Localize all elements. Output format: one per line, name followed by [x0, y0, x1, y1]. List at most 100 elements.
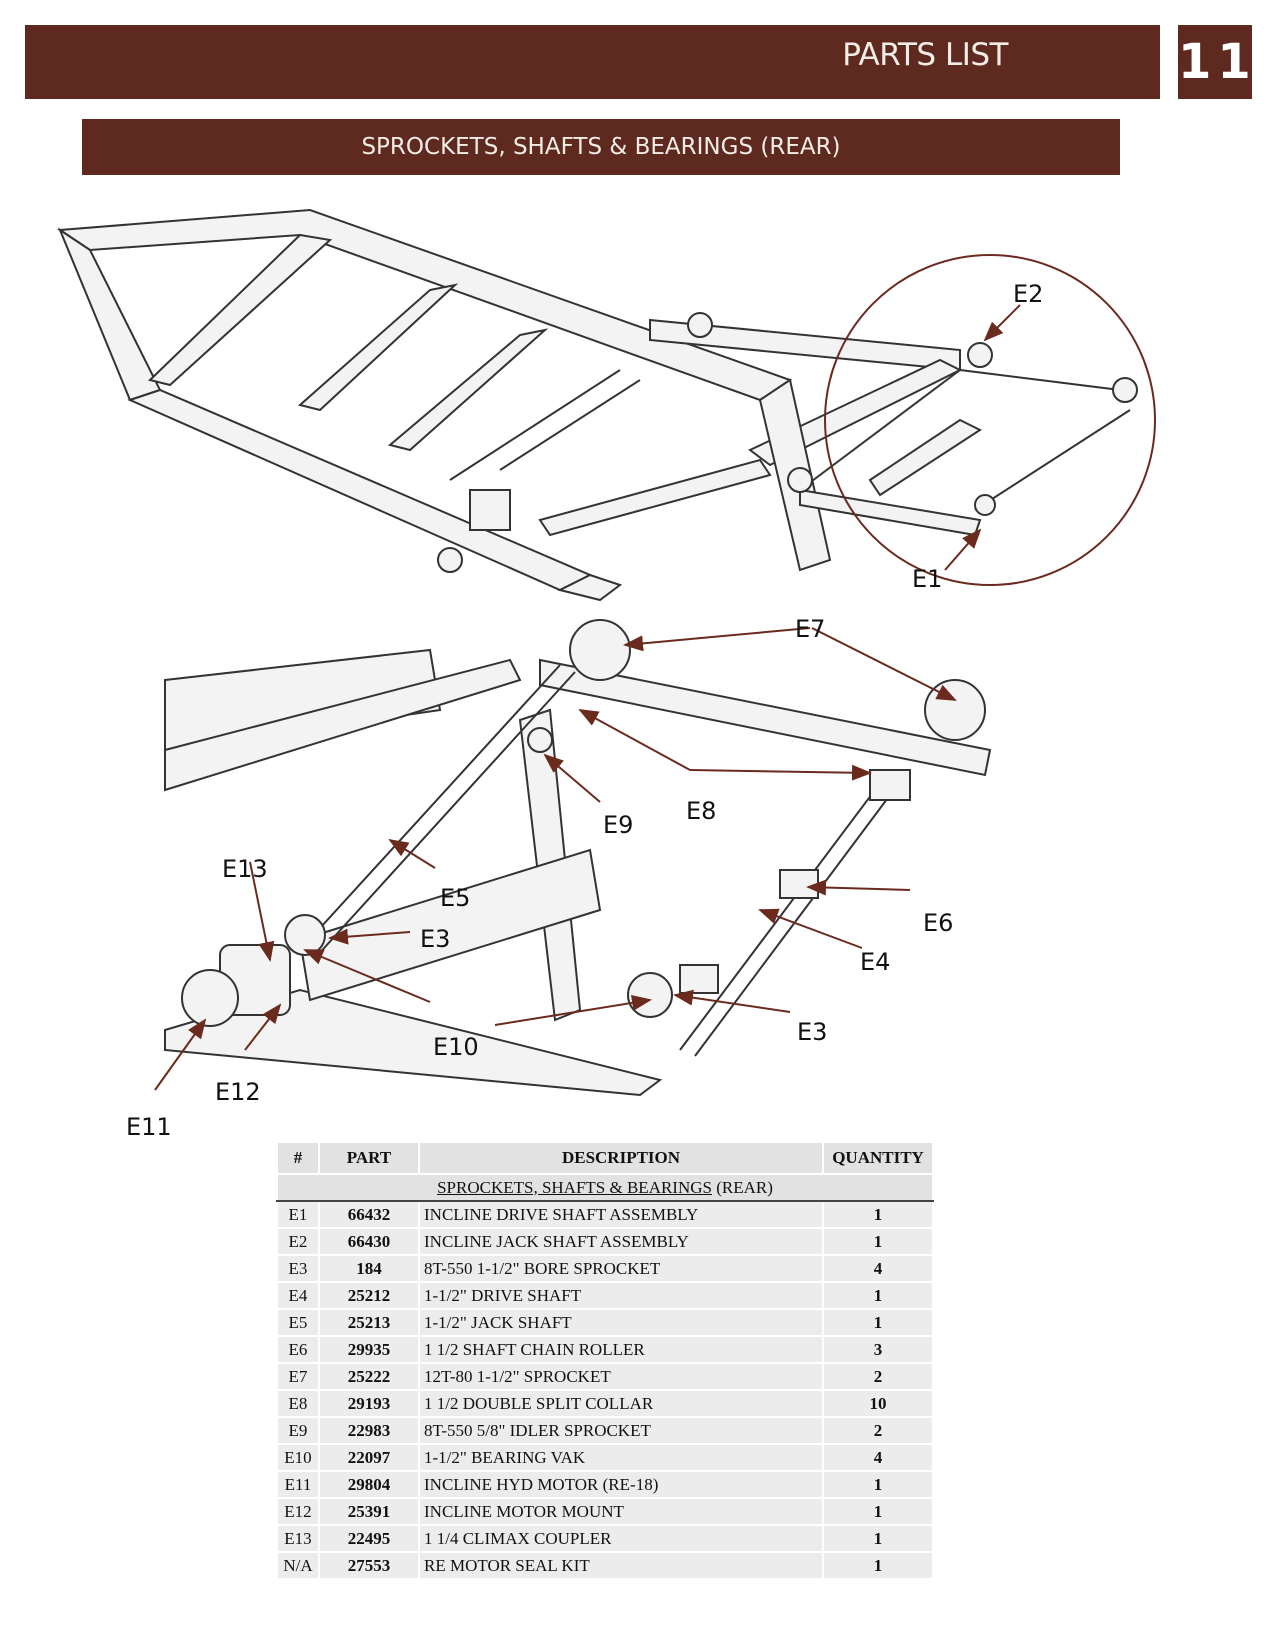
row-part: 66432	[318, 1200, 420, 1229]
header-num: #	[276, 1141, 320, 1175]
parts-table: # PART DESCRIPTION QUANTITY SPROCKETS, S…	[276, 1141, 934, 1580]
row-num: N/A	[276, 1551, 320, 1580]
header-part: PART	[318, 1141, 420, 1175]
row-quantity: 3	[822, 1335, 934, 1364]
row-num: E10	[276, 1443, 320, 1472]
header-quantity: QUANTITY	[822, 1141, 934, 1175]
callout-e9: E9	[603, 811, 633, 839]
row-num: E2	[276, 1227, 320, 1256]
row-description: INCLINE JACK SHAFT ASSEMBLY	[418, 1227, 824, 1256]
detail-drawing	[164, 619, 992, 1097]
page-title: PARTS LIST	[842, 37, 1008, 73]
row-quantity: 1	[822, 1281, 934, 1310]
callout-e13: E13	[222, 855, 268, 883]
row-description: INCLINE DRIVE SHAFT ASSEMBLY	[418, 1200, 824, 1229]
callout-e6: E6	[923, 909, 953, 937]
chapter-number: 11	[1178, 25, 1252, 99]
row-description: 1 1/4 CLIMAX COUPLER	[418, 1524, 824, 1553]
row-quantity: 1	[822, 1200, 934, 1229]
section-title: SPROCKETS, SHAFTS & BEARINGS (REAR)	[82, 119, 1120, 175]
row-part: 25222	[318, 1362, 420, 1391]
row-part: 66430	[318, 1227, 420, 1256]
row-num: E9	[276, 1416, 320, 1445]
row-part: 29193	[318, 1389, 420, 1418]
row-quantity: 1	[822, 1227, 934, 1256]
row-num: E6	[276, 1335, 320, 1364]
overview-frame-drawing	[57, 208, 1138, 602]
row-description: 1-1/2" BEARING VAK	[418, 1443, 824, 1472]
row-num: E13	[276, 1524, 320, 1553]
parts-diagram: E2 E1 E7 E8 E9 E13 E5 E6 E3 E4 E3 E10 E1…	[57, 208, 1156, 1140]
row-num: E1	[276, 1200, 320, 1229]
callout-e5: E5	[440, 884, 470, 912]
row-part: 22097	[318, 1443, 420, 1472]
row-quantity: 1	[822, 1470, 934, 1499]
row-part: 22495	[318, 1524, 420, 1553]
row-num: E7	[276, 1362, 320, 1391]
callout-e2: E2	[1013, 280, 1043, 308]
row-description: 1-1/2" DRIVE SHAFT	[418, 1281, 824, 1310]
header-bar: PARTS LIST	[25, 25, 1160, 99]
row-part: 27553	[318, 1551, 420, 1580]
row-description: 12T-80 1-1/2" SPROCKET	[418, 1362, 824, 1391]
row-part: 25213	[318, 1308, 420, 1337]
callout-e3-upper: E3	[420, 925, 450, 953]
row-quantity: 1	[822, 1308, 934, 1337]
detail-circle	[824, 254, 1156, 586]
section-row: SPROCKETS, SHAFTS & BEARINGS (REAR)	[276, 1173, 934, 1202]
row-part: 22983	[318, 1416, 420, 1445]
row-description: INCLINE HYD MOTOR (RE-18)	[418, 1470, 824, 1499]
row-description: 8T-550 1-1/2" BORE SPROCKET	[418, 1254, 824, 1283]
callout-e1: E1	[912, 565, 942, 593]
row-num: E3	[276, 1254, 320, 1283]
row-description: INCLINE MOTOR MOUNT	[418, 1497, 824, 1526]
row-part: 25391	[318, 1497, 420, 1526]
row-quantity: 1	[822, 1497, 934, 1526]
row-description: RE MOTOR SEAL KIT	[418, 1551, 824, 1580]
section-row-underlined: SPROCKETS, SHAFTS & BEARINGS	[437, 1177, 712, 1197]
row-description: 1-1/2" JACK SHAFT	[418, 1308, 824, 1337]
row-num: E8	[276, 1389, 320, 1418]
row-quantity: 1	[822, 1551, 934, 1580]
callout-e11: E11	[126, 1113, 172, 1140]
row-quantity: 4	[822, 1443, 934, 1472]
section-row-label: SPROCKETS, SHAFTS & BEARINGS (REAR)	[276, 1173, 934, 1202]
row-part: 29804	[318, 1470, 420, 1499]
row-quantity: 2	[822, 1362, 934, 1391]
row-description: 1 1/2 DOUBLE SPLIT COLLAR	[418, 1389, 824, 1418]
row-num: E4	[276, 1281, 320, 1310]
callout-e3-lower: E3	[797, 1018, 827, 1046]
header-description: DESCRIPTION	[418, 1141, 824, 1175]
row-part: 184	[318, 1254, 420, 1283]
row-description: 1 1/2 SHAFT CHAIN ROLLER	[418, 1335, 824, 1364]
row-part: 29935	[318, 1335, 420, 1364]
row-part: 25212	[318, 1281, 420, 1310]
section-row-suffix: (REAR)	[711, 1177, 773, 1197]
row-description: 8T-550 5/8" IDLER SPROCKET	[418, 1416, 824, 1445]
row-num: E12	[276, 1497, 320, 1526]
row-quantity: 1	[822, 1524, 934, 1553]
callout-e7: E7	[795, 615, 825, 643]
callout-e8: E8	[686, 797, 716, 825]
row-quantity: 2	[822, 1416, 934, 1445]
row-num: E5	[276, 1308, 320, 1337]
callout-leaders	[154, 304, 1021, 1091]
row-quantity: 4	[822, 1254, 934, 1283]
row-num: E11	[276, 1470, 320, 1499]
callout-e4: E4	[860, 948, 890, 976]
callout-e12: E12	[215, 1078, 261, 1106]
